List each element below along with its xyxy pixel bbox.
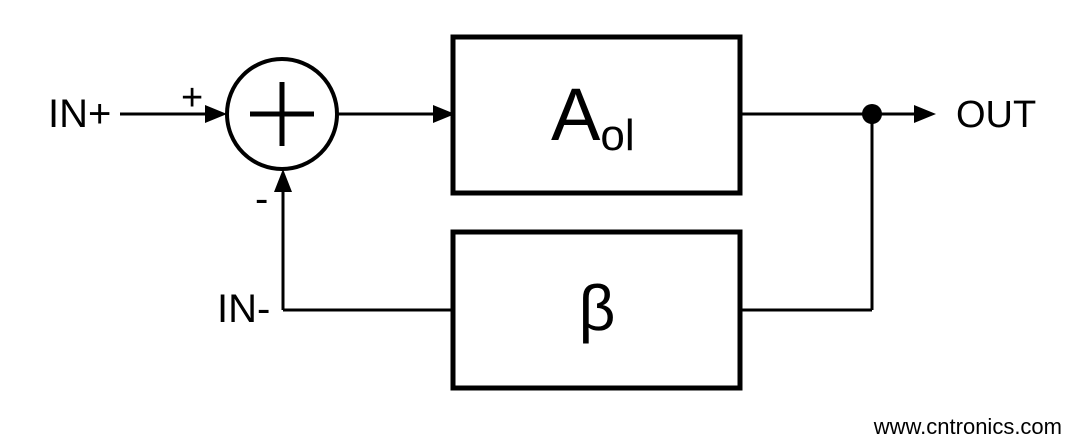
sum-minus-sign: - <box>255 177 268 221</box>
out-arrowhead-icon <box>914 105 936 123</box>
out-label: OUT <box>956 94 1036 136</box>
in-plus-label: IN+ <box>48 92 111 136</box>
watermark: www.cntronics.com <box>873 414 1062 439</box>
feedback-block-label: β <box>579 272 616 344</box>
gain-block-label-subscript: ol <box>600 111 634 160</box>
sum-plus-sign: + <box>181 77 203 119</box>
gain-block-label: Aol <box>551 73 635 160</box>
gain-block <box>450 34 743 196</box>
feedback-arrowhead-icon <box>274 169 292 192</box>
in-plus-arrowhead-icon <box>205 105 227 123</box>
gain-input-arrowhead-icon <box>433 105 455 123</box>
gain-block-label-main: A <box>551 73 601 156</box>
in-minus-label: IN- <box>217 287 270 331</box>
